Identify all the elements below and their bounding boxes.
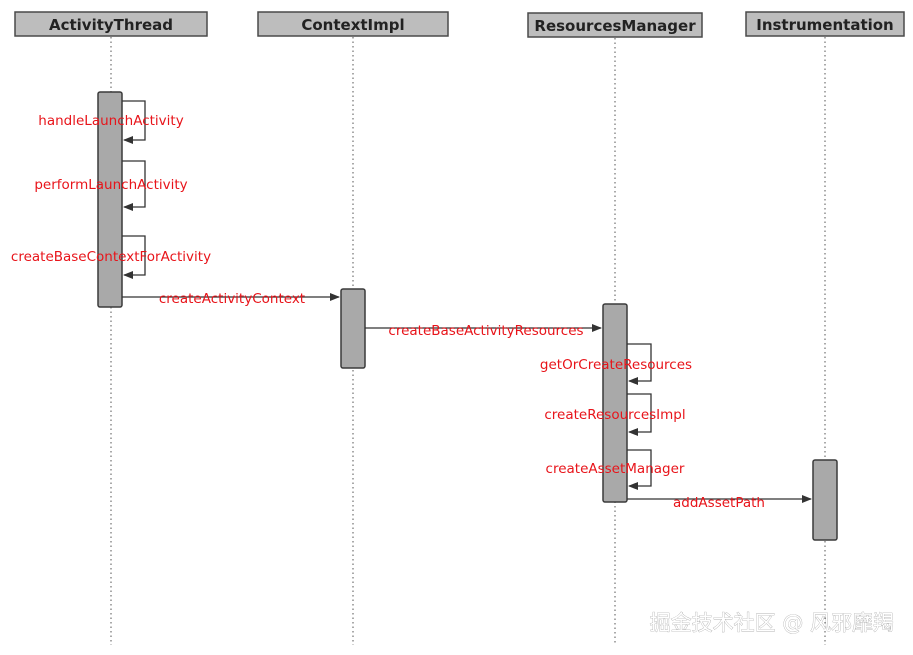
self-call-arrow-handlelaunchactivity — [122, 100, 146, 144]
activation-instrumentation — [812, 459, 838, 541]
participant-label: ResourcesManager — [534, 17, 696, 35]
watermark: 掘金技术社区 @ 风邪靡羯 — [650, 611, 894, 635]
self-call-arrow-performlaunchactivity — [122, 160, 146, 211]
participant-label: ActivityThread — [49, 16, 173, 34]
participant-contextimpl: ContextImpl — [257, 11, 449, 37]
message-label-createbasecontextforactivity: createBaseContextForActivity — [11, 249, 211, 265]
message-label-handlelaunchactivity: handleLaunchActivity — [38, 113, 183, 129]
self-call-arrow-getorcreateresources — [627, 343, 652, 385]
message-label-performlaunchactivity: performLaunchActivity — [34, 177, 187, 193]
participant-instrumentation: Instrumentation — [745, 11, 905, 37]
message-label-createactivitycontext: createActivityContext — [159, 291, 305, 307]
self-call-arrow-createbasecontextforactivity — [122, 235, 146, 279]
self-call-arrow-createresourcesimpl — [627, 393, 652, 436]
participant-label: Instrumentation — [756, 16, 894, 34]
message-label-createbaseactivityresources: createBaseActivityResources — [388, 323, 583, 339]
message-label-createassetmanager: createAssetManager — [546, 461, 685, 477]
participant-activitythread: ActivityThread — [14, 11, 208, 37]
participant-resourcesmanager: ResourcesManager — [527, 12, 703, 38]
participant-label: ContextImpl — [301, 16, 404, 34]
message-label-addassetpath: addAssetPath — [673, 495, 765, 511]
message-label-getorcreateresources: getOrCreateResources — [540, 357, 692, 373]
activation-resourcesmanager — [602, 303, 628, 503]
self-call-arrow-createassetmanager — [627, 449, 652, 490]
message-label-createresourcesimpl: createResourcesImpl — [544, 407, 685, 423]
activation-contextimpl — [340, 288, 366, 369]
activation-activitythread — [97, 91, 123, 308]
